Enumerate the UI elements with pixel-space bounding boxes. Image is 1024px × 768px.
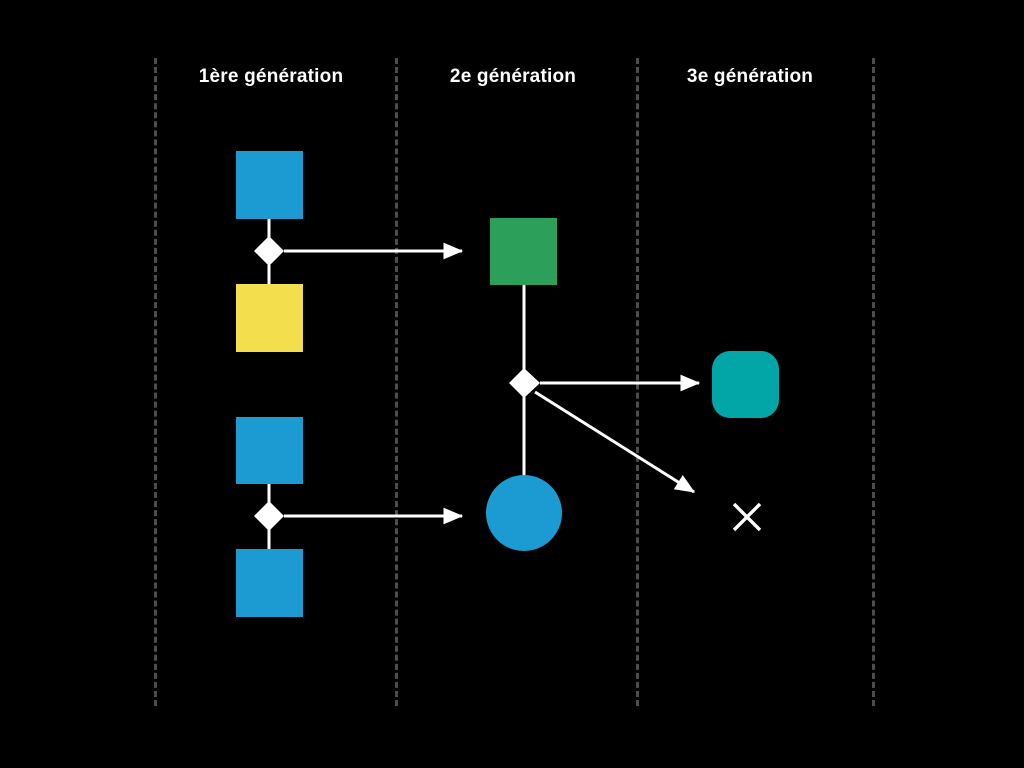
gen2-green-square[interactable] [490, 218, 557, 285]
union-diamond-1 [254, 236, 284, 266]
union-diamond-2 [254, 501, 284, 531]
lane-title-generation-3: 3e génération [686, 66, 814, 87]
gen3-teal-rounded-square[interactable] [712, 351, 779, 418]
lane-divider-1 [154, 58, 157, 706]
gen1-blue-square-mid[interactable] [236, 417, 303, 484]
lane-title-generation-1: 1ère génération [198, 66, 344, 87]
lane-divider-3 [636, 58, 639, 706]
lane-title-generation-2: 2e génération [449, 66, 577, 87]
gen1-yellow-square[interactable] [236, 284, 303, 352]
lane-divider-2 [395, 58, 398, 706]
lane-divider-4 [872, 58, 875, 706]
gen1-blue-square-bottom[interactable] [236, 549, 303, 617]
edge-union3-to-deceased-child [534, 390, 696, 494]
deceased-cross-icon [732, 502, 762, 532]
union-diamond-3 [509, 368, 540, 398]
gen1-blue-square-top[interactable] [236, 151, 303, 219]
gen2-blue-circle[interactable] [486, 475, 562, 551]
